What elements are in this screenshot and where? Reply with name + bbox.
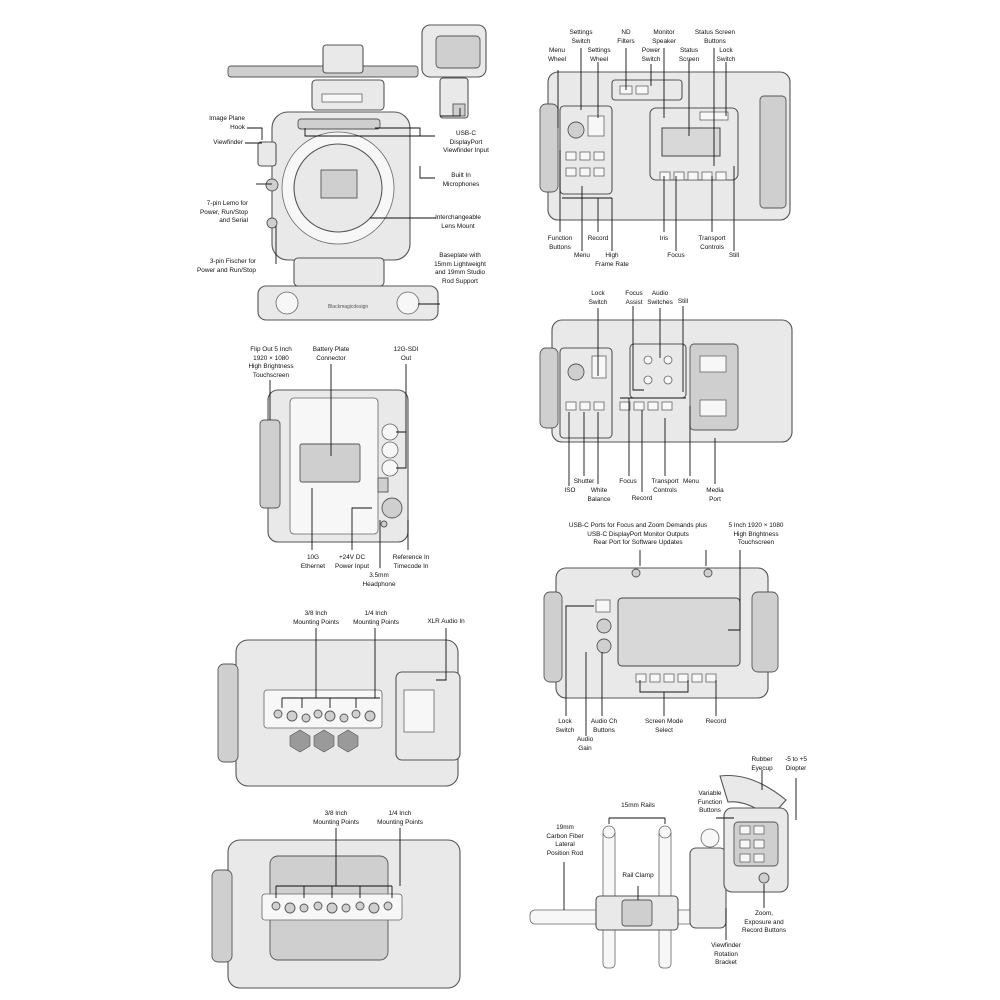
label-focus-open: Focus: [619, 478, 637, 485]
label-function-buttons: Function Buttons: [547, 235, 573, 251]
label-audio-ch-buttons: Audio Ch Buttons: [590, 718, 618, 734]
top-mounting-points: [273, 709, 376, 723]
label-headphone: 3.5mm Headphone: [362, 572, 396, 588]
label-usbc-viewfinder: USB-C DisplayPort Viewfinder Input: [443, 130, 489, 155]
label-built-in-mics: Built In Microphones: [442, 172, 480, 188]
label-menu: Menu: [574, 252, 590, 259]
label-media-port: Media Port: [706, 487, 724, 503]
viewfinder-unit: [700, 774, 789, 893]
label-focus-assist: Focus Assist: [625, 290, 643, 306]
camera-bottom-view: [211, 839, 461, 989]
label-menu-open: Menu: [683, 478, 699, 485]
label-lock-switch: Lock Switch: [716, 47, 736, 63]
label-sdi-out: 12G-SDI Out: [393, 346, 419, 362]
label-15mm-rails: 15mm Rails: [621, 802, 655, 809]
label-status-screen: Status Screen: [678, 47, 700, 63]
function-buttons-row: [565, 151, 727, 181]
label-status-screen-buttons: Status Screen Buttons: [694, 29, 736, 45]
camera-front-view: Blackmagicdesign: [227, 24, 487, 321]
label-power-switch: Power Switch: [641, 47, 661, 63]
leader-lines: [245, 48, 797, 940]
label-record-open: Record: [631, 495, 653, 502]
label-focus: Focus: [667, 252, 685, 259]
rail-assembly: [529, 825, 727, 969]
bottom-mounting-points: [271, 901, 393, 914]
label-monitor-speaker: Monitor Speaker: [652, 29, 676, 45]
label-lock-switch-open: Lock Switch: [588, 290, 608, 306]
label-menu-wheel: Menu Wheel: [547, 47, 567, 63]
label-transport-controls: Transport Controls: [698, 235, 726, 251]
label-screen-mode: Screen Mode Select: [644, 718, 684, 734]
label-fischer: 3-pin Fischer for Power and Run/Stop: [197, 258, 256, 274]
camera-top-view: [217, 639, 461, 787]
label-transport-controls-open: Transport Controls: [651, 478, 679, 494]
label-iris: Iris: [659, 235, 669, 242]
label-rail-clamp: Rail Clamp: [622, 872, 654, 879]
label-dc-input: +24V DC Power Input: [334, 554, 370, 570]
label-top-mount-38: 3/8 Inch Mounting Points: [293, 610, 339, 626]
label-image-plane-hook: Image Plane Hook: [209, 115, 245, 131]
label-nd-filters: ND Filters: [617, 29, 635, 45]
label-viewfinder: Viewfinder: [213, 139, 243, 146]
label-record-right: Record: [705, 718, 727, 725]
label-variable-function: Variable Function Buttons: [697, 790, 723, 815]
label-settings-wheel: Settings Wheel: [587, 47, 611, 63]
screen-mode-buttons: [635, 673, 717, 683]
label-high-frame-rate: High Frame Rate: [595, 252, 629, 268]
label-iso: ISO: [564, 487, 576, 494]
label-top-mount-14: 1/4 Inch Mounting Points: [353, 610, 399, 626]
label-audio-gain: Audio Gain: [576, 736, 594, 752]
label-xlr-audio: XLR Audio In: [427, 618, 465, 625]
label-settings-switch: Settings Switch: [569, 29, 593, 45]
label-bottom-mount-14: 1/4 Inch Mounting Points: [377, 810, 423, 826]
label-zoom-buttons: Zoom, Exposure and Record Buttons: [741, 910, 787, 935]
label-touchscreen: 5 Inch 1920 × 1080 High Brightness Touch…: [728, 522, 784, 547]
brand-logo: Blackmagicdesign: [328, 304, 369, 310]
label-lock-switch-right: Lock Switch: [555, 718, 575, 734]
label-baseplate: Baseplate with 15mm Lightweight and 19mm…: [434, 252, 486, 285]
label-ethernet: 10G Ethernet: [300, 554, 326, 570]
label-white-balance: White Balance: [587, 487, 611, 503]
camera-right-side-view: [543, 567, 779, 699]
camera-left-open-view: [539, 319, 793, 443]
label-flip-out-screen: Flip Out 5 Inch 1920 × 1080 High Brightn…: [248, 346, 294, 379]
label-battery-plate: Battery Plate Connector: [312, 346, 350, 362]
label-shutter: Shutter: [573, 478, 595, 485]
label-lens-mount: Interchangeable Lens Mount: [435, 214, 481, 230]
label-rubber-eyecup: Rubber Eyecup: [751, 756, 773, 772]
label-audio-switches: Audio Switches: [647, 290, 673, 306]
label-timecode: Reference In Timecode In: [392, 554, 430, 570]
label-still: Still: [728, 252, 740, 259]
label-bottom-mount-38: 3/8 Inch Mounting Points: [313, 810, 359, 826]
transport-buttons-row: [565, 401, 673, 411]
label-usbc-ports: USB-C Ports for Focus and Zoom Demands p…: [568, 522, 708, 547]
label-record: Record: [587, 235, 609, 242]
label-still-open: Still: [677, 298, 689, 305]
label-rotation-bracket: Viewfinder Rotation Bracket: [711, 942, 741, 967]
label-diopter: -5 to +5 Diopter: [785, 756, 807, 772]
label-lemo: 7-pin Lemo for Power, Run/Stop and Seria…: [200, 200, 248, 225]
label-carbon-rod: 19mm Carbon Fiber Lateral Position Rod: [546, 824, 584, 857]
